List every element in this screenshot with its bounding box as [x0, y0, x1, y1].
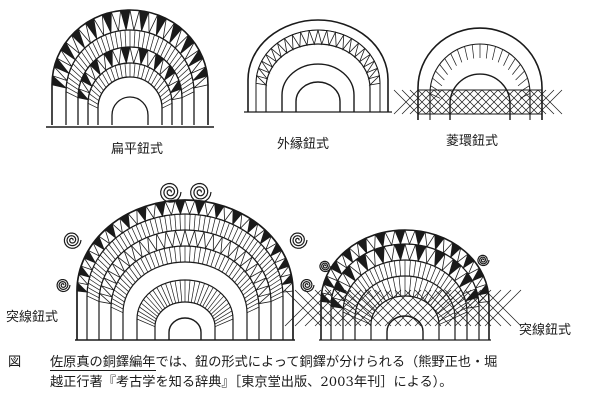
tossen-chu-drawing-right [284, 229, 522, 341]
gaien-chu-drawing [244, 19, 392, 113]
caption-line-2: 越正行著『考古学を知る辞典』［東京堂出版、2003年刊］による）。 [50, 375, 453, 390]
tossen-chu-drawing-left [56, 182, 315, 341]
caption-underlined-term: 佐原真の銅鐸編年 [50, 355, 156, 371]
caption-prefix: 図 [8, 355, 22, 370]
label-ryokan: 菱環鈕式 [446, 134, 499, 149]
label-tossen-left: 突線鈕式 [6, 310, 59, 325]
label-henpei: 扁平鈕式 [111, 142, 164, 157]
caption-line-1: 図 佐原真の銅鐸編年では、鈕の形式によって銅鐸が分けられる（熊野正也・堀 [8, 353, 596, 373]
label-gaien: 外縁鈕式 [277, 137, 330, 152]
label-tossen-right: 突線鈕式 [519, 323, 572, 338]
caption-line1-text: では、鈕の形式によって銅鐸が分けられる（熊野正也・堀 [155, 355, 498, 370]
figure-caption: 図 佐原真の銅鐸編年では、鈕の形式によって銅鐸が分けられる（熊野正也・堀 越正行著… [8, 353, 596, 393]
henpei-chu-drawing [46, 9, 214, 128]
ryokan-chu-drawing [393, 27, 563, 120]
